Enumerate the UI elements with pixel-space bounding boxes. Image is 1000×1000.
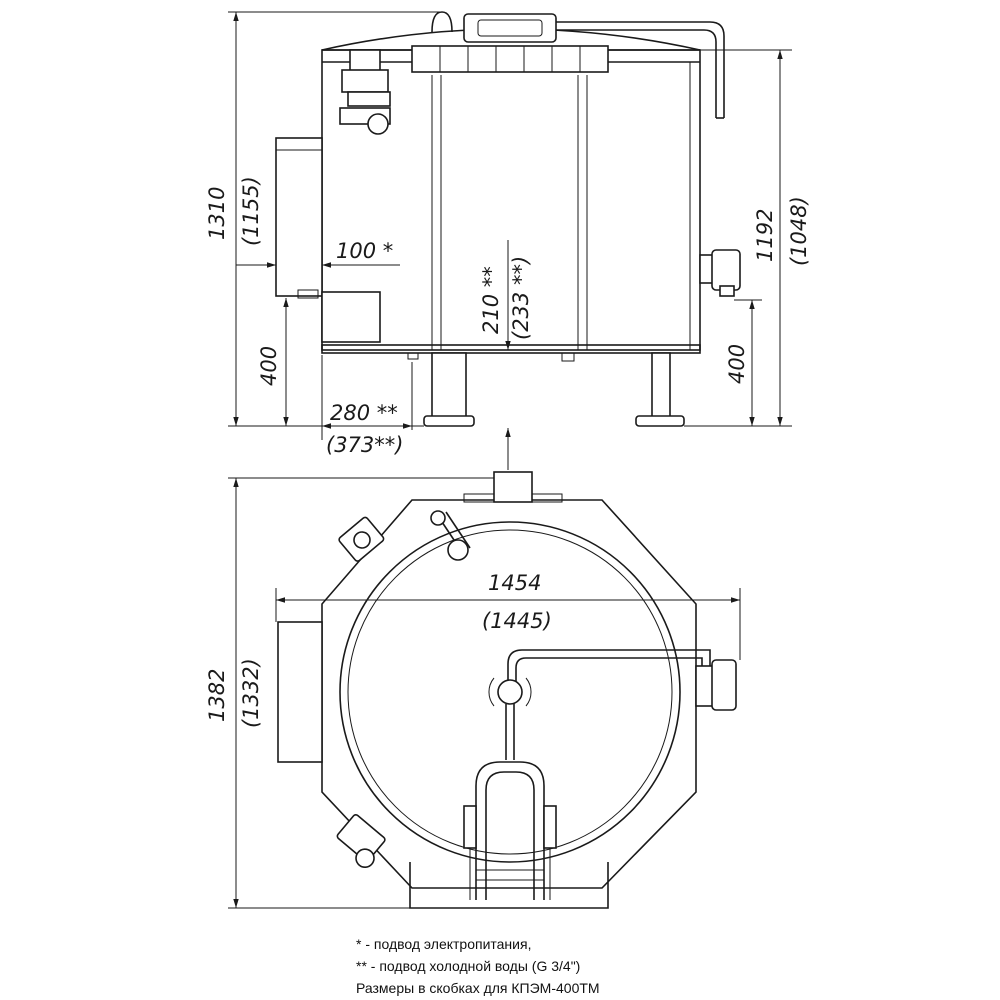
dim-left-leg: 400	[257, 346, 281, 386]
dim-water-height-alt: (233 **)	[509, 256, 533, 340]
note-water: ** - подвод холодной воды (G 3/4")	[356, 958, 581, 974]
dim-front-inlet: 280 **	[330, 401, 398, 425]
plan-valve-top	[338, 516, 385, 562]
side-dimensions	[228, 11, 792, 470]
control-box	[321, 291, 381, 343]
dim-side-height-alt: (1155)	[239, 176, 263, 246]
dim-side-height: 1310	[205, 187, 229, 240]
leg-right	[651, 352, 671, 422]
lid-handle	[463, 13, 557, 43]
plan-dimensions	[228, 477, 741, 909]
dim-plan-depth-alt: (1332)	[239, 658, 263, 728]
dim-right-height: 1192	[753, 209, 777, 262]
plan-drain-tap	[695, 659, 737, 711]
plan-valve-bottom	[336, 814, 386, 868]
lid-bracket	[411, 45, 609, 73]
dim-side-offset: 100 *	[336, 239, 393, 263]
plan-water-pipe	[507, 649, 711, 690]
dim-plan-width: 1454	[488, 571, 541, 595]
water-pipe	[556, 21, 725, 118]
footnotes: * - подвод электропитания, ** - подвод х…	[356, 933, 600, 999]
dim-water-height: 210 **	[479, 266, 503, 334]
note-brackets: Размеры в скобках для КПЭМ-400ТМ	[356, 980, 600, 996]
safety-valve	[339, 49, 391, 135]
lid-handle-plan	[463, 761, 557, 900]
lid-pin	[430, 510, 471, 561]
dim-front-inlet-alt: (373**)	[326, 433, 403, 457]
plan-electrical-box	[277, 621, 323, 763]
note-electrical: * - подвод электропитания,	[356, 936, 532, 952]
dimension-labels: 1310 (1155) 100 * 210 ** (233 **) 400 28…	[205, 176, 811, 728]
dim-right-height-alt: (1048)	[787, 196, 811, 266]
electrical-box	[275, 137, 323, 297]
plan-view	[277, 471, 737, 909]
top-connector	[493, 471, 533, 503]
kettle-rim	[339, 521, 681, 863]
drain-tap	[699, 249, 741, 297]
dim-right-leg: 400	[725, 344, 749, 384]
side-view	[275, 11, 741, 427]
center-hub	[497, 679, 523, 705]
dim-plan-width-alt: (1445)	[482, 609, 552, 633]
dim-plan-depth: 1382	[205, 669, 229, 722]
leg-left	[431, 352, 467, 422]
